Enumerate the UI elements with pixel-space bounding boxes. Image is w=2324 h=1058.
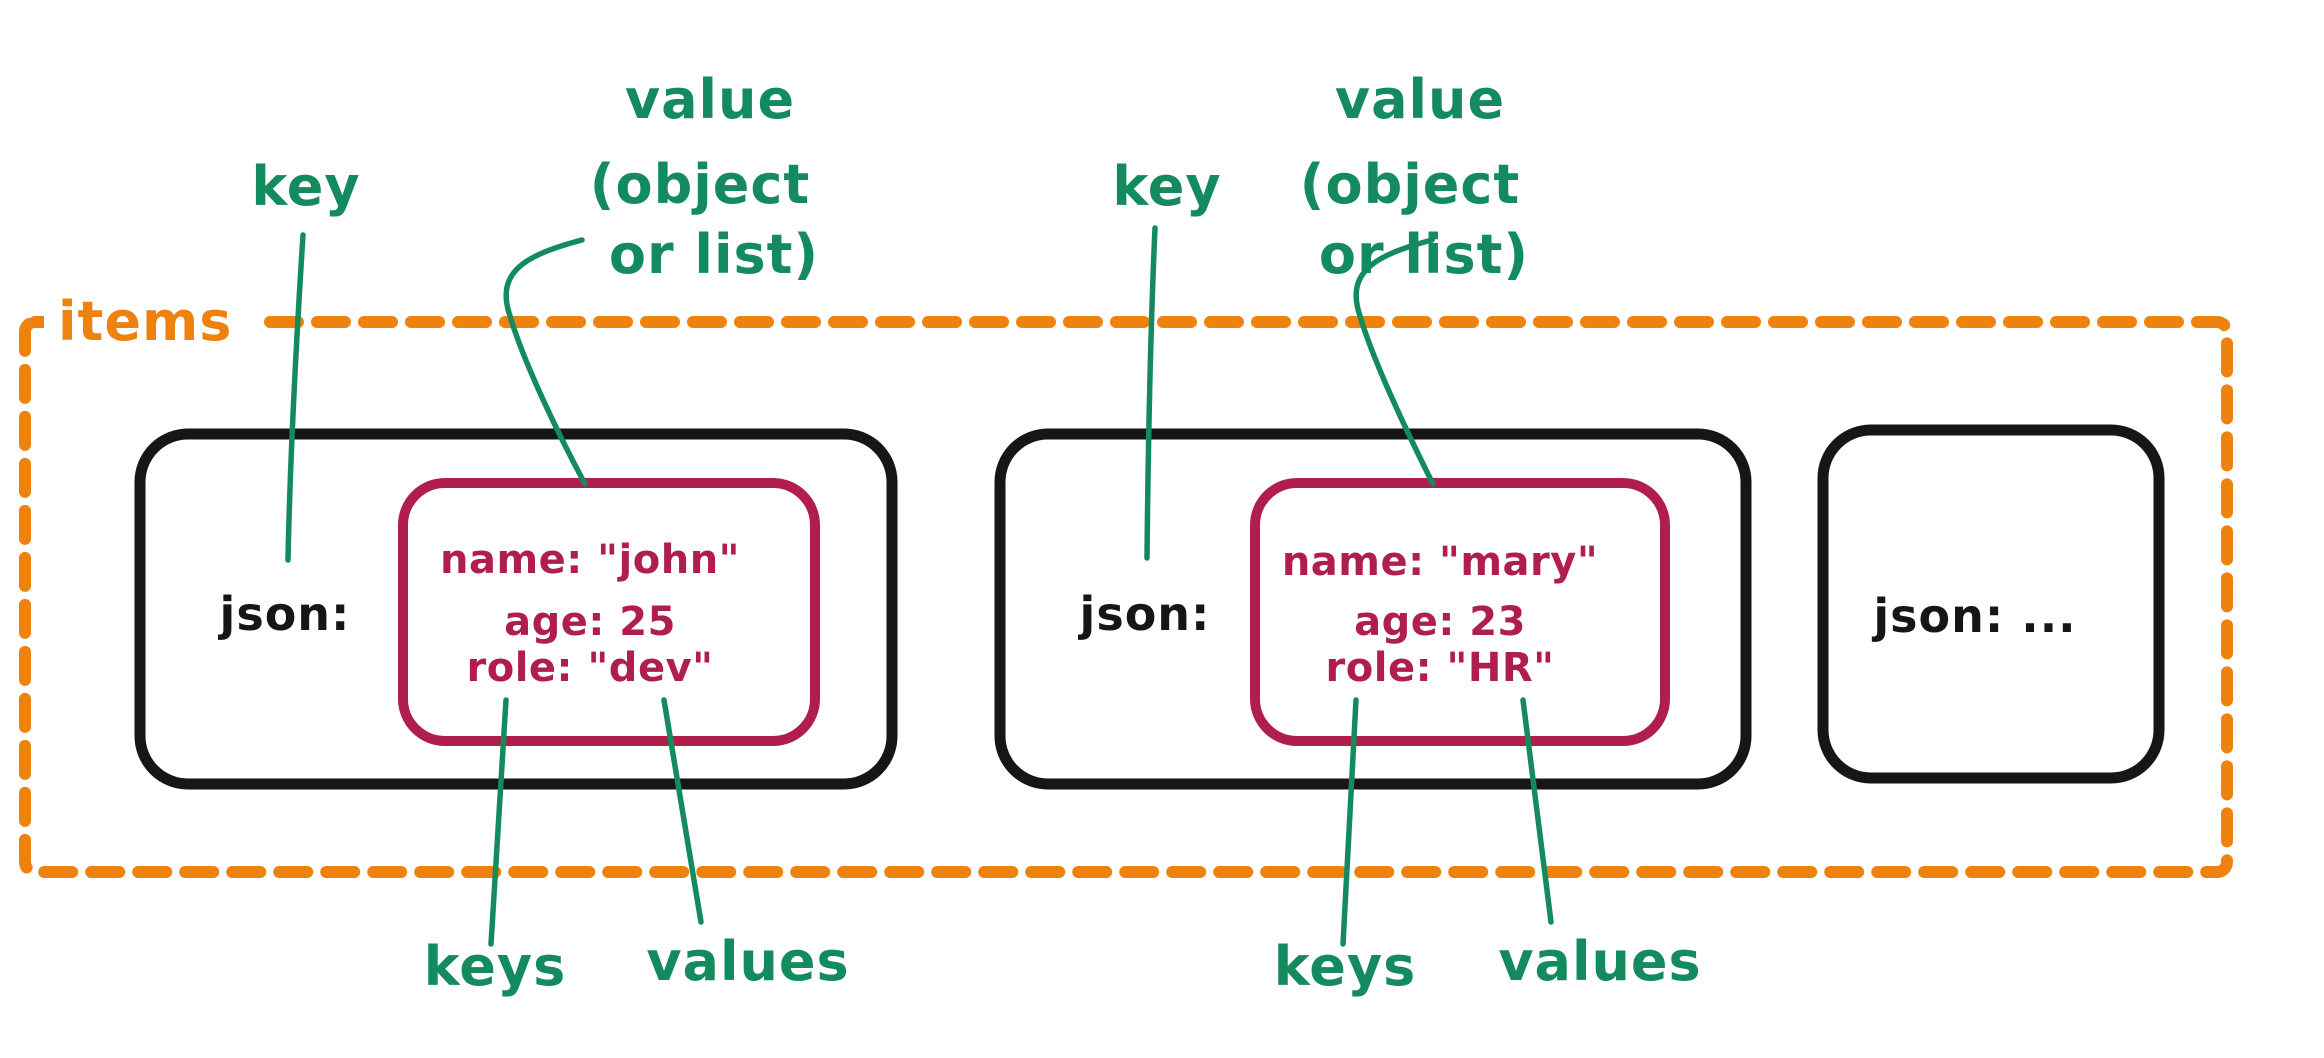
item-3-key-text: json: ... xyxy=(1871,589,2076,643)
keys-connector-line-2 xyxy=(1340,697,1359,947)
item-2-object-box xyxy=(1250,478,1670,746)
item-1-field-age: age: 25 xyxy=(504,599,676,645)
item-1-object-box xyxy=(398,478,820,746)
value-annotation-1-line2: (object xyxy=(590,153,810,216)
value-annotation-2-line1: value xyxy=(1335,68,1505,131)
items-label-mask xyxy=(44,294,258,350)
key-annotation-1: key xyxy=(251,155,360,218)
value-annotation-1-line1: value xyxy=(625,68,795,131)
item-1-key-text: json: xyxy=(218,587,351,641)
items-container-border xyxy=(19,316,2233,878)
key-connector-line-2 xyxy=(1144,225,1158,561)
keys-connector-line-1 xyxy=(488,697,509,947)
item-card-1 xyxy=(134,428,898,790)
value-connector-line-1 xyxy=(503,237,588,487)
key-annotation-2: key xyxy=(1112,155,1221,218)
value-annotation-2-line3: or list) xyxy=(1319,223,1529,286)
item-1-field-name: name: "john" xyxy=(440,537,740,583)
items-container-label: items xyxy=(58,290,232,353)
item-2-field-name: name: "mary" xyxy=(1282,539,1598,585)
keys-annotation-2: keys xyxy=(1274,935,1416,998)
values-connector-line-1 xyxy=(661,697,704,925)
item-1-field-role: role: "dev" xyxy=(467,645,714,691)
values-connector-line-2 xyxy=(1520,697,1554,925)
item-2-key-text: json: xyxy=(1078,587,1211,641)
item-2-field-age: age: 23 xyxy=(1354,599,1526,645)
values-annotation-2: values xyxy=(1498,930,1701,993)
item-2-field-role: role: "HR" xyxy=(1326,645,1555,691)
value-connector-line-2 xyxy=(1353,237,1436,487)
value-annotation-2-line2: (object xyxy=(1300,153,1520,216)
values-annotation-1: values xyxy=(646,930,849,993)
value-annotation-1-line3: or list) xyxy=(609,223,819,286)
keys-annotation-1: keys xyxy=(424,935,566,998)
item-card-3 xyxy=(1817,424,2165,784)
item-card-2 xyxy=(994,428,1752,790)
key-connector-line-1 xyxy=(285,232,306,563)
